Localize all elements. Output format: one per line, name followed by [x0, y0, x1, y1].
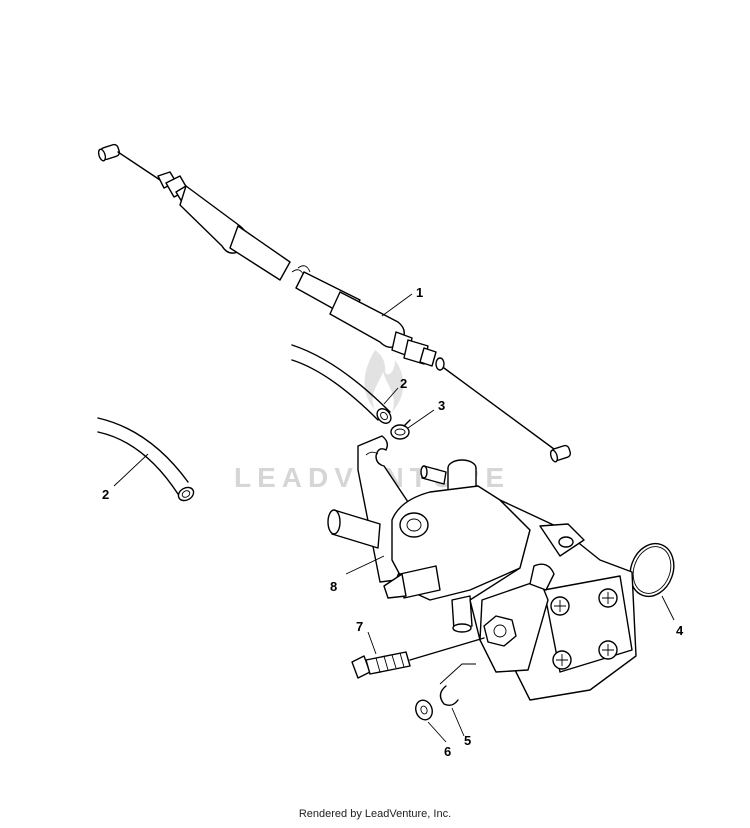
callout-2-upper: 2 [400, 376, 407, 391]
callout-4: 4 [676, 623, 684, 638]
hose-clamp [390, 419, 411, 440]
o-ring [629, 542, 675, 598]
cover-screw-4 [598, 640, 618, 660]
cable-end-pin-upper [97, 143, 121, 162]
lever-nut [483, 615, 517, 647]
throttle-cable [97, 143, 572, 463]
footer-credit: Rendered by LeadVenture, Inc. [298, 808, 452, 820]
callout-2-left: 2 [102, 487, 109, 502]
callout-5: 5 [464, 733, 471, 748]
leader-lines [113, 293, 675, 743]
spring-clip [439, 663, 476, 707]
hex-bolt [351, 637, 485, 679]
fuel-hose-left [97, 417, 195, 502]
carburetor-body [327, 459, 637, 701]
callout-1: 1 [416, 285, 423, 300]
cable-fitting-lower [391, 331, 445, 371]
fuel-hose-upper [291, 344, 392, 424]
cover-screw-2 [598, 588, 618, 608]
cable-end-pin-lower [549, 444, 572, 463]
callout-3: 3 [438, 398, 445, 413]
washer [415, 699, 433, 721]
callout-7: 7 [356, 619, 363, 634]
cover-screw-1 [550, 596, 570, 616]
callout-6: 6 [444, 744, 451, 759]
watermark-flame-icon [364, 350, 404, 412]
cover-screw-3 [552, 650, 572, 670]
callout-8: 8 [330, 579, 337, 594]
